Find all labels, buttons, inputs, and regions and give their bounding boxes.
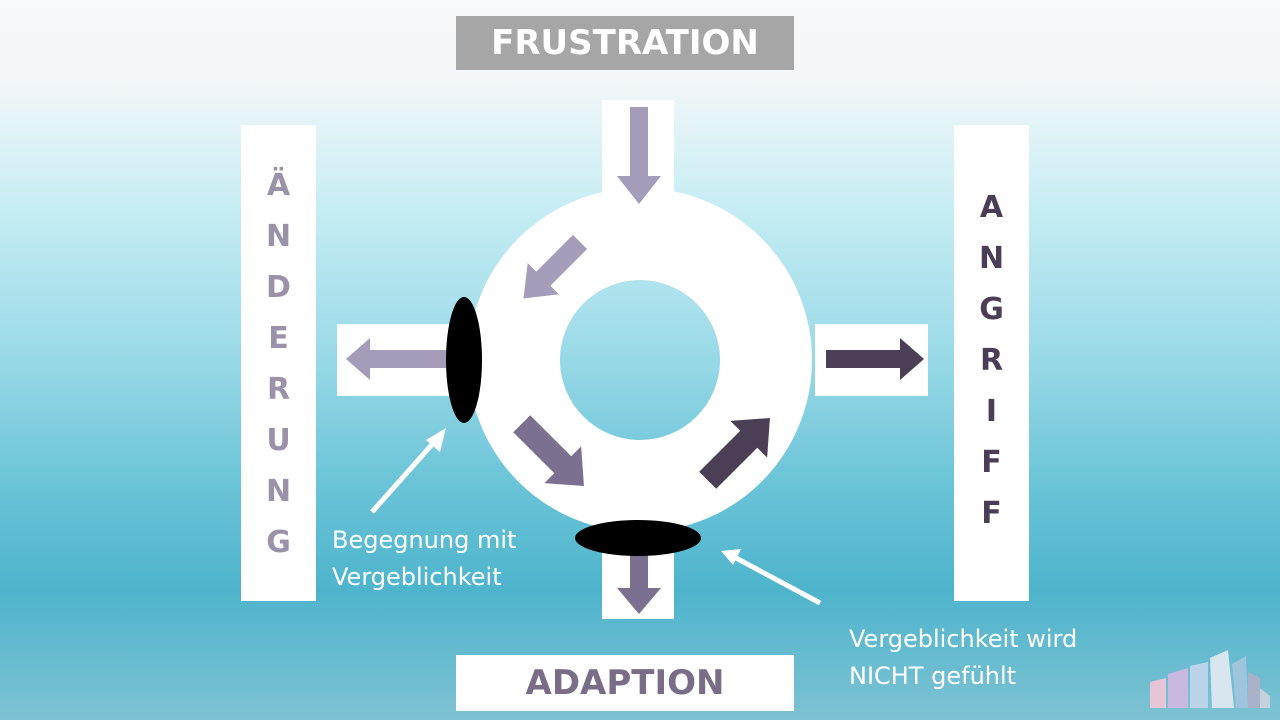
angriff-letter: N [978, 241, 1005, 276]
brand-logo-icon [1150, 650, 1270, 708]
arrow-left-aenderung [346, 338, 448, 380]
note-line: Vergeblichkeit [332, 563, 502, 591]
angriff-letter: A [979, 190, 1004, 225]
pointer-arrow-left [370, 428, 446, 514]
angriff-label-box: A N G R I F F [954, 125, 1029, 601]
left-black-marker [446, 297, 482, 423]
arrow-ring-lower-left [513, 415, 584, 486]
cycle-ring [468, 188, 812, 532]
aenderung-letter: R [266, 372, 291, 407]
arrow-ring-upper-left [523, 234, 588, 299]
aenderung-letter: U [266, 423, 291, 458]
note-encounter-futility: Begegnung mit Vergeblichkeit [332, 522, 516, 596]
angriff-letter: R [979, 343, 1004, 378]
aenderung-letter: D [266, 270, 291, 305]
frustration-label: FRUSTRATION [491, 23, 759, 63]
aenderung-letter: N [265, 219, 292, 254]
aenderung-label-box: Ä N D E R U N G [241, 125, 316, 601]
aenderung-letter: Ä [266, 168, 291, 203]
note-line: NICHT gefühlt [849, 662, 1017, 690]
arrow-down-bottom [617, 552, 661, 614]
note-line: Begegnung mit [332, 526, 517, 554]
angriff-letter: I [985, 394, 998, 429]
arrow-right-angriff [826, 338, 924, 380]
note-futility-not-felt: Vergeblichkeit wird NICHT gefühlt [849, 621, 1077, 695]
aenderung-letter: N [265, 474, 292, 509]
pointer-arrow-right [721, 549, 822, 606]
arrow-down-top [617, 107, 661, 204]
adaption-label: ADAPTION [525, 663, 725, 703]
aenderung-letter: E [268, 321, 289, 356]
note-line: Vergeblichkeit wird [849, 625, 1078, 653]
adaption-label-box: ADAPTION [456, 655, 794, 711]
bottom-black-marker [575, 520, 701, 556]
angriff-letter: F [981, 496, 1002, 531]
angriff-letter: F [981, 445, 1002, 480]
angriff-letter: G [979, 292, 1004, 327]
arrow-ring-lower-right [699, 418, 770, 489]
aenderung-letter: G [266, 525, 291, 560]
frustration-label-box: FRUSTRATION [456, 16, 794, 70]
